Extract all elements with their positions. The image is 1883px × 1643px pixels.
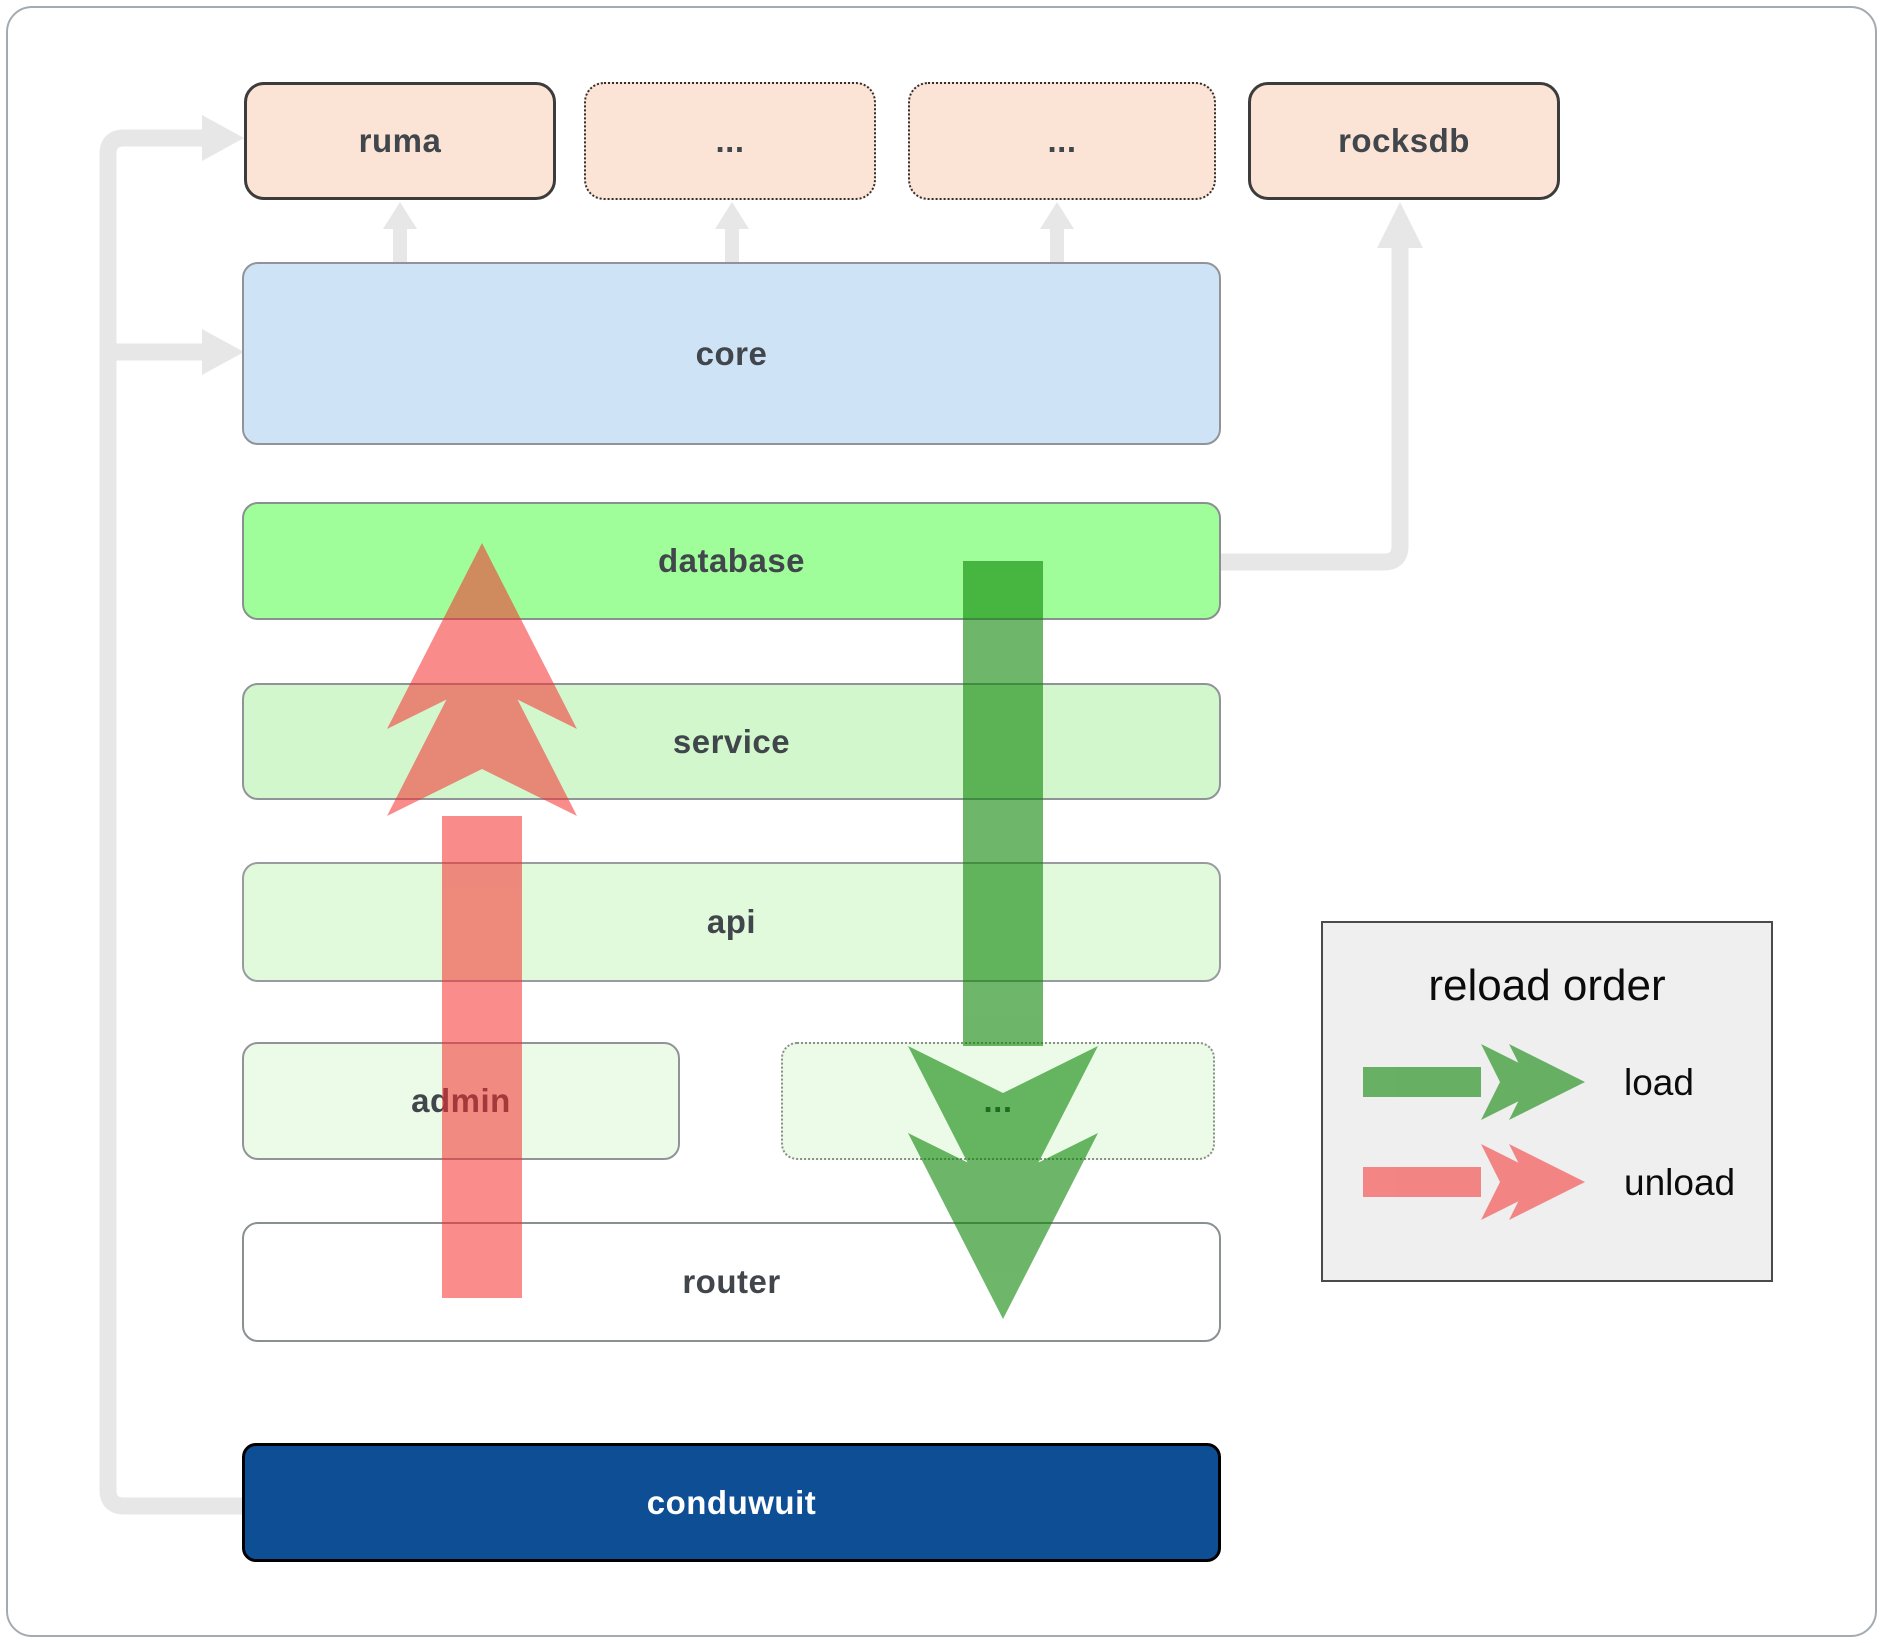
node-rocksdb-label: rocksdb <box>1338 122 1470 159</box>
node-rocksdb: rocksdb <box>1248 82 1560 200</box>
legend-reload-order: reload order load unload <box>1321 921 1773 1282</box>
node-ellipsis-top-1: ... <box>584 82 876 200</box>
node-ellipsis-top-2-label: ... <box>1047 122 1077 159</box>
diagram-outer-frame <box>6 6 1877 1637</box>
node-router-label: router <box>682 1263 781 1300</box>
node-conduwuit-label: conduwuit <box>646 1483 817 1521</box>
node-database-label: database <box>657 542 806 579</box>
node-database: database <box>242 502 1221 620</box>
legend-load-label: load <box>1624 1062 1694 1103</box>
node-core: core <box>242 262 1221 445</box>
node-service: service <box>242 683 1221 800</box>
node-ruma: ruma <box>244 82 556 200</box>
node-ellipsis-top-2: ... <box>908 82 1216 200</box>
node-ellipsis-admin-label: ... <box>983 1082 1013 1119</box>
node-admin: admin <box>242 1042 680 1160</box>
node-api: api <box>242 862 1221 982</box>
node-router: router <box>242 1222 1221 1342</box>
node-ruma-label: ruma <box>358 122 442 159</box>
node-core-label: core <box>695 334 768 372</box>
node-conduwuit: conduwuit <box>242 1443 1221 1562</box>
node-ellipsis-top-1-label: ... <box>715 122 745 159</box>
node-ellipsis-admin: ... <box>781 1042 1215 1160</box>
node-admin-label: admin <box>411 1082 511 1119</box>
node-service-label: service <box>672 722 791 760</box>
legend-unload-label: unload <box>1624 1162 1736 1203</box>
legend-title: reload order <box>1428 961 1666 1010</box>
node-api-label: api <box>706 903 757 940</box>
